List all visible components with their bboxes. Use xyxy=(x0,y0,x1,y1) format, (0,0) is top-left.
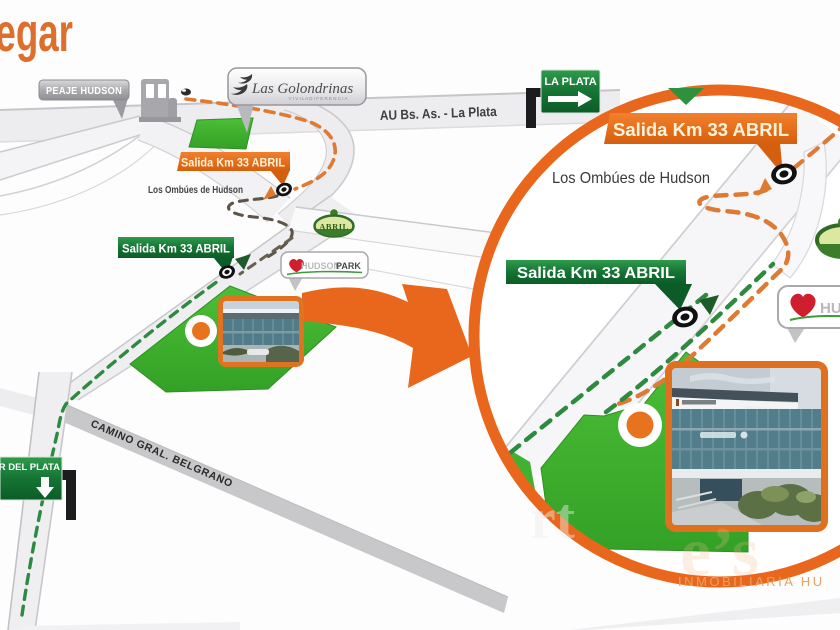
svg-text:Los Ombúes de Hudson: Los Ombúes de Hudson xyxy=(148,185,243,196)
svg-text:CAMINO GRAL. BELGRANO: CAMINO GRAL. BELGRANO xyxy=(89,418,235,490)
svg-text:Salida Km 33 ABRIL: Salida Km 33 ABRIL xyxy=(613,119,789,140)
svg-text:AU Bs. As. - La Plata: AU Bs. As. - La Plata xyxy=(380,104,498,123)
svg-text:PARK: PARK xyxy=(336,261,361,271)
svg-text:Las Golondrinas: Las Golondrinas xyxy=(251,81,353,97)
svg-text:Los Ombúes de Hudson: Los Ombúes de Hudson xyxy=(552,170,710,187)
svg-text:Salida Km 33 ABRIL: Salida Km 33 ABRIL xyxy=(517,265,675,282)
svg-text:e’s: e’s xyxy=(680,514,759,591)
svg-text:ABRIL: ABRIL xyxy=(319,222,348,232)
svg-text:Salida Km 33 ABRIL: Salida Km 33 ABRIL xyxy=(122,242,230,256)
svg-text:R DEL PLATA: R DEL PLATA xyxy=(0,462,60,473)
svg-text:Salida Km 33 ABRIL: Salida Km 33 ABRIL xyxy=(181,156,285,170)
svg-text:LA PLATA: LA PLATA xyxy=(544,76,596,88)
svg-text:rt: rt xyxy=(530,486,576,551)
svg-text:HUD: HUD xyxy=(820,300,840,317)
svg-text:PEAJE HUDSON: PEAJE HUDSON xyxy=(46,86,122,97)
svg-text:V I V I L A D I F E R E N: V I V I L A D I F E R E N C I A xyxy=(288,96,347,101)
svg-text:INMOBILIARIA HU: INMOBILIARIA HU xyxy=(678,574,825,589)
svg-text:HUDSON: HUDSON xyxy=(301,261,340,271)
